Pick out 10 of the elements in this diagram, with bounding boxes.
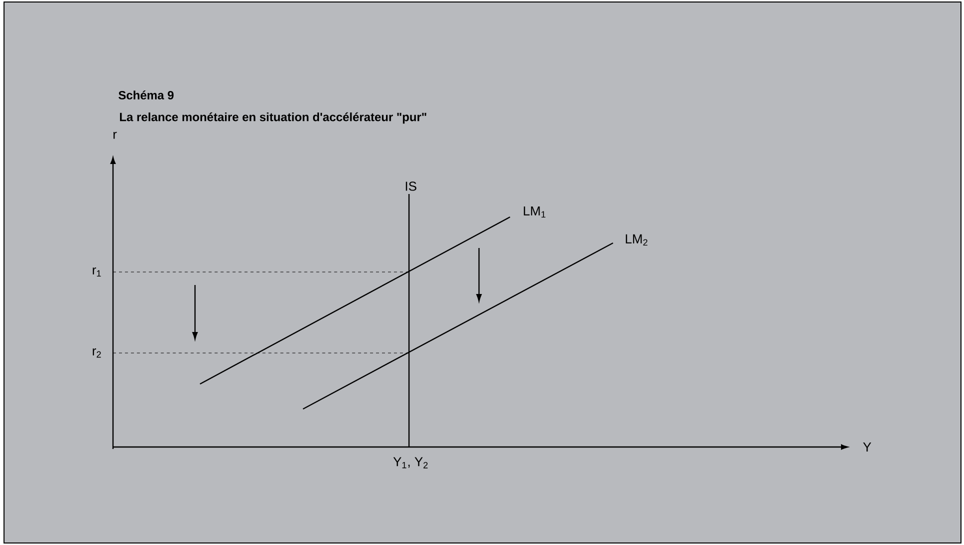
axis-label: r	[114, 132, 117, 139]
axis-label: r$_{1}$	[92, 267, 101, 277]
axis-label: LM$_{1}$	[524, 206, 546, 218]
axis-label: IS	[406, 182, 416, 191]
axis-label: Y	[863, 442, 872, 452]
axis-label: Y$_{1}$, Y$_{2}$	[393, 457, 428, 468]
subtitle: La relance monétaire en situation d'accélérateur "pur"	[120, 112, 426, 124]
axis-label: LM$_{2}$	[626, 234, 648, 246]
title: Schéma 9	[118, 90, 174, 100]
axis-label: r$_{2}$	[92, 348, 101, 358]
